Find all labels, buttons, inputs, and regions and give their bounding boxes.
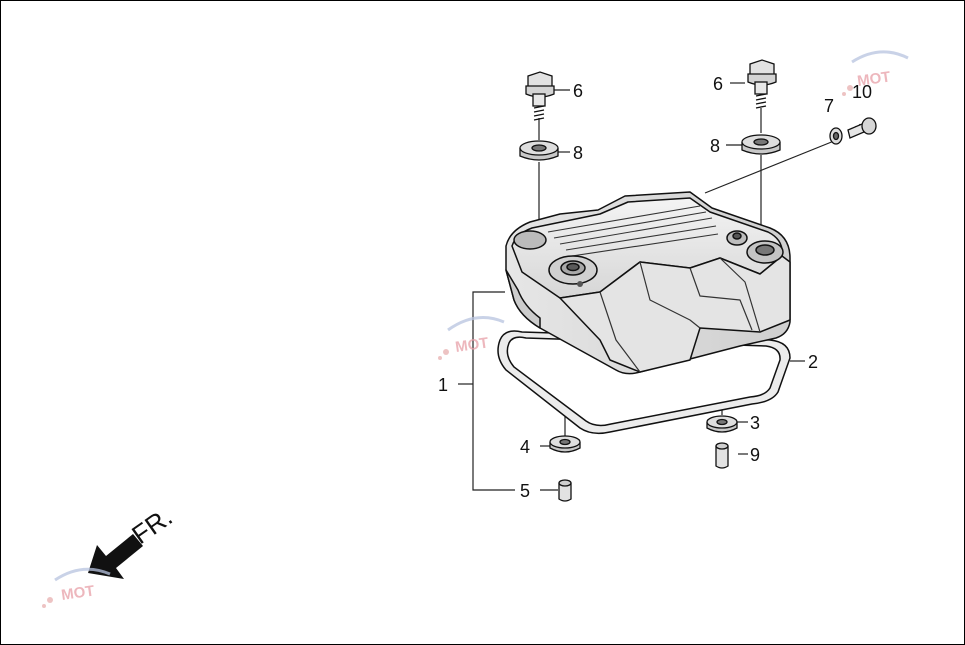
callout-4: 4 [520, 437, 530, 457]
dowel-pin-left [558, 479, 572, 502]
callout-3: 3 [750, 413, 760, 433]
rubber-grommet-left [519, 140, 559, 161]
callout-10: 10 [852, 82, 872, 102]
callout-labels: 1 2 3 4 5 6 6 7 8 8 9 10 [438, 74, 872, 501]
rubber-grommet-right [741, 134, 781, 155]
arrow-left-down-icon [88, 534, 143, 579]
callout-6-right: 6 [713, 74, 723, 94]
callout-8-left: 8 [573, 143, 583, 163]
callout-2: 2 [808, 352, 818, 372]
svg-text:MOT: MOT [856, 68, 891, 89]
watermark-top-right: MOT [842, 50, 909, 96]
watermark-bottom-left: MOT [42, 567, 111, 608]
sealing-washer [829, 127, 843, 145]
lower-grommet-left [549, 435, 581, 453]
callout-6-left: 6 [573, 81, 583, 101]
callout-8-right: 8 [710, 136, 720, 156]
svg-text:MOT: MOT [454, 334, 489, 355]
gear-logo-icon [851, 50, 909, 64]
callout-7: 7 [824, 96, 834, 116]
flange-bolt-right [747, 59, 777, 109]
breather-bolt [847, 117, 877, 139]
watermark-center: MOT [438, 316, 505, 360]
cylinder-head-cover [505, 191, 791, 375]
dowel-pin-right [715, 442, 729, 469]
callout-1: 1 [438, 375, 448, 395]
lower-grommet-right [706, 415, 738, 433]
front-direction-arrow: FR. [88, 501, 178, 579]
callout-9: 9 [750, 445, 760, 465]
gear-logo-icon [447, 316, 505, 332]
gear-logo-icon [54, 567, 111, 582]
cover-gasket [497, 330, 791, 435]
flange-bolt-left [525, 71, 555, 121]
callout-5: 5 [520, 481, 530, 501]
svg-text:MOT: MOT [60, 582, 95, 603]
